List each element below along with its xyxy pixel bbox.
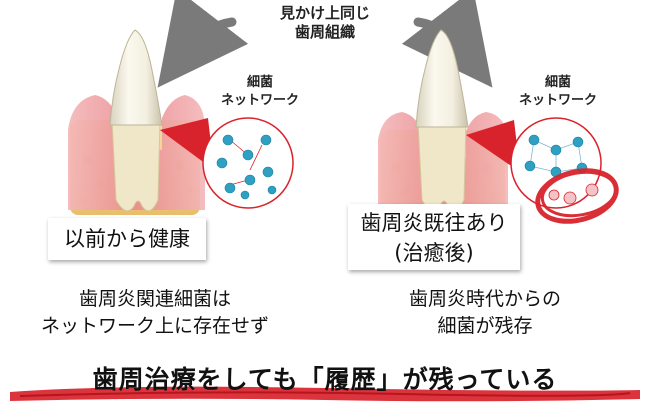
left-status-text: 以前から健康 [64,227,190,251]
right-tooth-root [417,121,467,212]
bottom-title: 歯周治療をしても「履歴」が残っている [92,365,558,394]
right-tooth-crown [415,29,469,128]
right-network-label-line-1: 細菌 [544,75,571,90]
left-description-line-1: 歯周炎関連細菌は [78,288,231,310]
right-description-line-2: 細菌が残存 [437,315,533,337]
left-tooth-illustration [68,29,214,215]
red-scribble-highlight [535,168,619,224]
left-tooth-crown [109,29,163,126]
left-status-box: 以前から健康 [48,218,206,260]
right-residual-bacteria [548,183,599,205]
right-status-line-2: (治癒後) [394,241,474,265]
left-description: 歯周炎関連細菌は ネットワーク上に存在せず [0,286,310,340]
left-network-label: 細菌 ネットワーク [205,74,315,110]
left-bacteria-cells [216,134,277,200]
top-caption-line-2: 歯周組織 [294,23,355,41]
top-caption: 見かけ上同じ 歯周組織 [225,4,425,42]
right-tooth-illustration [378,29,520,215]
right-zoom-wedge [466,120,520,172]
right-network-label-line-2: ネットワーク [518,93,597,108]
right-bacteria-network [510,117,602,209]
right-bacteria-cells [524,134,588,178]
right-status-line-1: 歯周炎既往あり [360,211,508,235]
right-description-line-1: 歯周炎時代からの [408,288,561,310]
right-description: 歯周炎時代からの 細菌が残存 [340,286,630,340]
left-network-label-line-2: ネットワーク [220,93,299,108]
right-status-box: 歯周炎既往あり (治癒後) [348,204,520,270]
red-brush-underline [10,386,640,402]
right-network-label: 細菌 ネットワーク [503,74,613,110]
left-network-label-line-1: 細菌 [246,75,273,90]
left-arrow [157,0,249,88]
left-bacteria-network [202,117,294,209]
left-tooth-root [111,119,161,212]
left-description-line-2: ネットワーク上に存在せず [40,315,269,337]
top-caption-line-1: 見かけ上同じ [279,4,370,22]
left-zoom-wedge [160,118,214,170]
